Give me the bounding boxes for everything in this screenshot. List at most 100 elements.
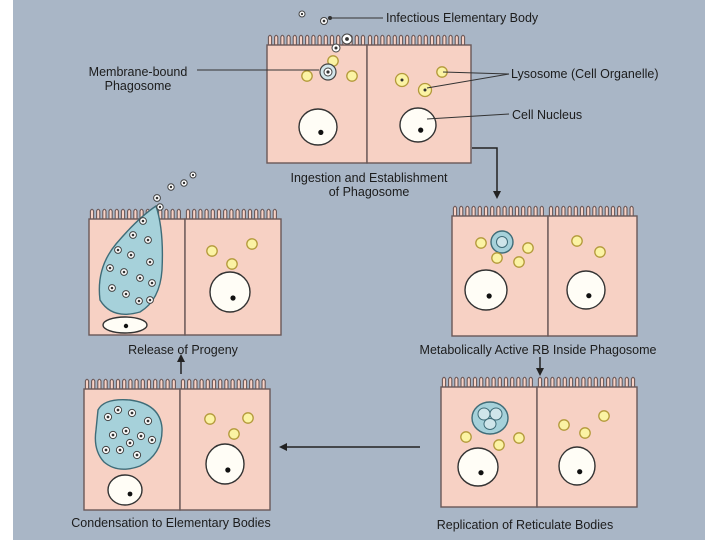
reticulate-body [496, 236, 508, 248]
elementary-body-core [150, 438, 154, 442]
cell-nucleus [298, 108, 338, 146]
elementary-body-core [129, 253, 133, 257]
elementary-body-core [150, 281, 154, 285]
label-phagosome-line2: Phagosome [104, 79, 172, 93]
epithelial-cell [366, 44, 472, 164]
lysosome-core [400, 78, 404, 82]
cell-nucleus [399, 107, 437, 143]
elementary-body-core [111, 433, 115, 437]
leader-dot [328, 16, 332, 20]
lysosome [522, 242, 534, 254]
leader-lysosome-b [442, 71, 510, 75]
stage-release [88, 171, 282, 336]
elementary-body-core [110, 286, 114, 290]
leader-lysosome-a [426, 73, 510, 89]
stage-replication [440, 376, 638, 508]
lysosome-core [423, 88, 427, 92]
cell-nucleus [457, 447, 499, 487]
elementary-body-core [169, 185, 173, 189]
lysosome [491, 252, 503, 264]
elementary-body-core [146, 419, 150, 423]
elementary-body-core [106, 415, 110, 419]
lysosome [301, 70, 313, 82]
elementary-body-core [104, 448, 108, 452]
phagosome-core [326, 70, 330, 74]
elementary-body-core [116, 248, 120, 252]
elementary-body-core [135, 453, 139, 457]
label-nucleus: Cell Nucleus [512, 108, 583, 122]
elementary-body-core [139, 434, 143, 438]
microvilli [185, 208, 277, 219]
elementary-body-core [108, 266, 112, 270]
stage-caption-condensation: Condensation to Elementary Bodies [71, 516, 271, 530]
elementary-body-core [124, 429, 128, 433]
nucleolus [577, 469, 583, 475]
nucleolus [418, 127, 424, 133]
stage-caption-ingestion-line1: Ingestion and Establishment [290, 171, 448, 185]
lysosome [346, 70, 358, 82]
epithelial-cell [536, 386, 638, 508]
elementary-body-core [141, 219, 145, 223]
lysosome [475, 237, 487, 249]
microvilli [84, 378, 176, 389]
elementary-body-core [334, 46, 338, 50]
reticulate-body [489, 407, 503, 421]
elementary-body-core [300, 12, 304, 16]
nucleolus [123, 323, 129, 329]
elementary-body-core [118, 448, 122, 452]
stage-ingestion [266, 10, 472, 164]
stage-metabolic-rb [451, 205, 638, 337]
stage-caption-release: Release of Progeny [128, 343, 238, 357]
label-phagosome-line1: Membrane-bound [88, 65, 188, 79]
elementary-body-core [158, 205, 162, 209]
elementary-body-core [322, 19, 326, 23]
stage-caption-replication: Replication of Reticulate Bodies [436, 518, 614, 532]
cell-nucleus [107, 474, 143, 506]
lysosome [598, 410, 610, 422]
elementary-body-core [130, 411, 134, 415]
nucleolus [478, 470, 484, 476]
microvilli [537, 376, 636, 387]
lysosome [594, 246, 606, 258]
lysosome [493, 439, 505, 451]
lysosome [204, 413, 216, 425]
stage-caption-metabolic-rb: Metabolically Active RB Inside Phagosome [419, 343, 657, 357]
microvilli [367, 34, 466, 45]
elementary-body-core [131, 233, 135, 237]
label-lysosome: Lysosome (Cell Organelle) [511, 67, 659, 81]
lysosome [571, 235, 583, 247]
lysosome [206, 245, 218, 257]
microvilli [89, 208, 181, 219]
lysosome [579, 427, 591, 439]
elementary-body-core [182, 181, 186, 185]
nucleolus [586, 293, 592, 299]
elementary-body-core [191, 173, 195, 177]
cell-nucleus [558, 446, 596, 486]
lysosome [513, 432, 525, 444]
microvilli [548, 205, 634, 216]
elementary-body-core [155, 196, 159, 200]
elementary-body-core [138, 276, 142, 280]
reticulate-body [477, 407, 491, 421]
elementary-body-core [146, 238, 150, 242]
cycle-arrow-1 [472, 147, 501, 199]
leader-nucleus [426, 113, 510, 120]
elementary-body-core [137, 299, 141, 303]
stage-condensation [83, 378, 271, 511]
cell-nucleus [209, 271, 251, 313]
nucleolus [127, 491, 133, 497]
elementary-body-core [148, 260, 152, 264]
cell-nucleus [566, 270, 606, 310]
elementary-body-core [116, 408, 120, 412]
microvilli [180, 378, 266, 389]
microvilli [441, 376, 533, 387]
cell-nucleus [205, 443, 245, 485]
elementary-body-core [148, 298, 152, 302]
cell-nucleus [464, 269, 508, 311]
nucleolus [225, 467, 231, 473]
microvilli [452, 205, 544, 216]
label-elementary-body: Infectious Elementary Body [386, 11, 539, 25]
nucleolus [486, 293, 492, 299]
